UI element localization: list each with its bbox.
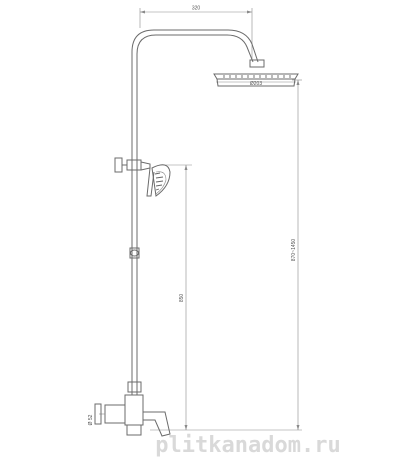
arm-width-dimension: 320 <box>139 6 253 60</box>
slide-holder <box>114 157 151 173</box>
total-height-label: 870~1450 <box>291 239 297 262</box>
riser-pipe <box>131 29 259 395</box>
wall-offset-label: Ø 52 <box>88 414 94 425</box>
hand-shower <box>146 164 171 197</box>
wall-connection: Ø 52 <box>88 403 126 425</box>
head-diameter-label: Ø203 <box>250 81 262 87</box>
mixer-to-holder-label: 850 <box>179 294 185 303</box>
slide-knob <box>129 247 140 259</box>
watermark: plitkanadom.ru <box>155 433 340 458</box>
mixer-to-holder-dimension: 850 <box>160 164 192 430</box>
total-height-dimension: 870~1450 <box>291 79 302 430</box>
arm-width-label: 320 <box>192 6 201 12</box>
rain-shower-head: Ø203 <box>213 59 299 87</box>
